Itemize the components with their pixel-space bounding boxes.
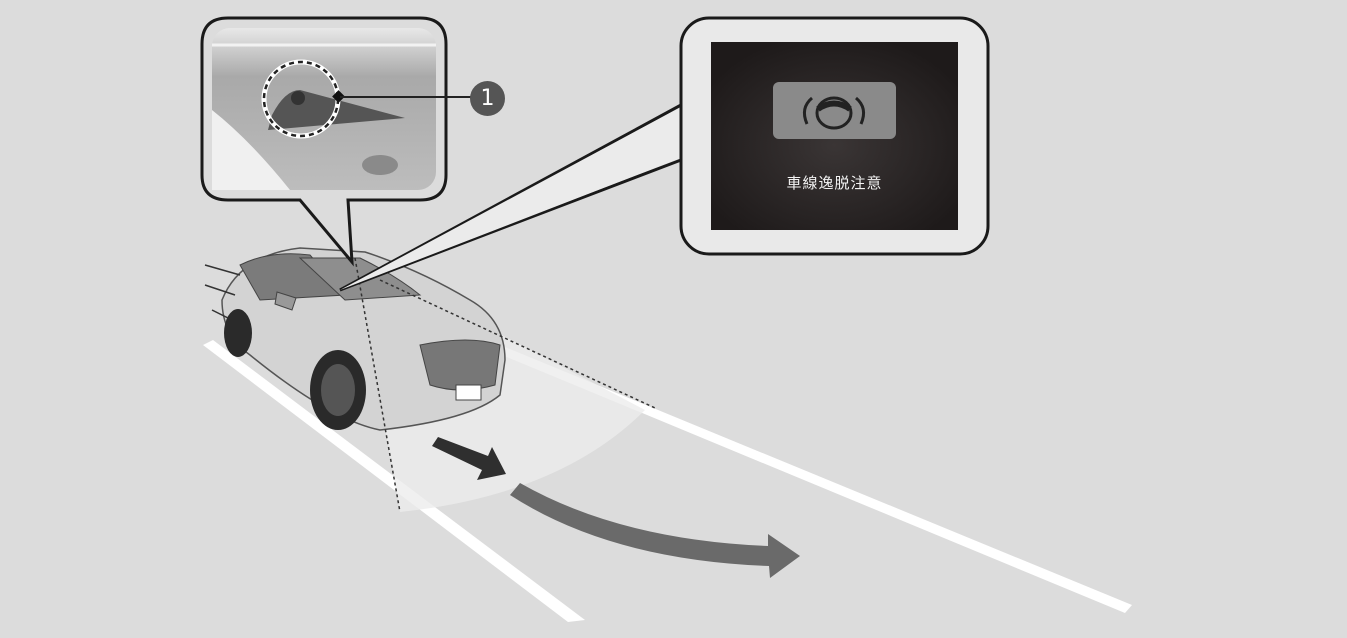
icon-panel — [773, 82, 896, 139]
steering-wheel-lane-icon — [802, 96, 866, 130]
road-lane-lines — [203, 340, 1132, 622]
callout-number-badge: 1 — [470, 81, 505, 116]
detection-boundary — [354, 257, 656, 513]
drift-path-arrow-icon — [510, 483, 800, 578]
display-callout — [339, 16, 990, 292]
departure-arrow-icon — [432, 437, 506, 480]
lane-departure-warning-text: 車線逸脱注意 — [786, 174, 883, 192]
car — [204, 247, 506, 431]
camera-location-callout — [200, 16, 475, 267]
